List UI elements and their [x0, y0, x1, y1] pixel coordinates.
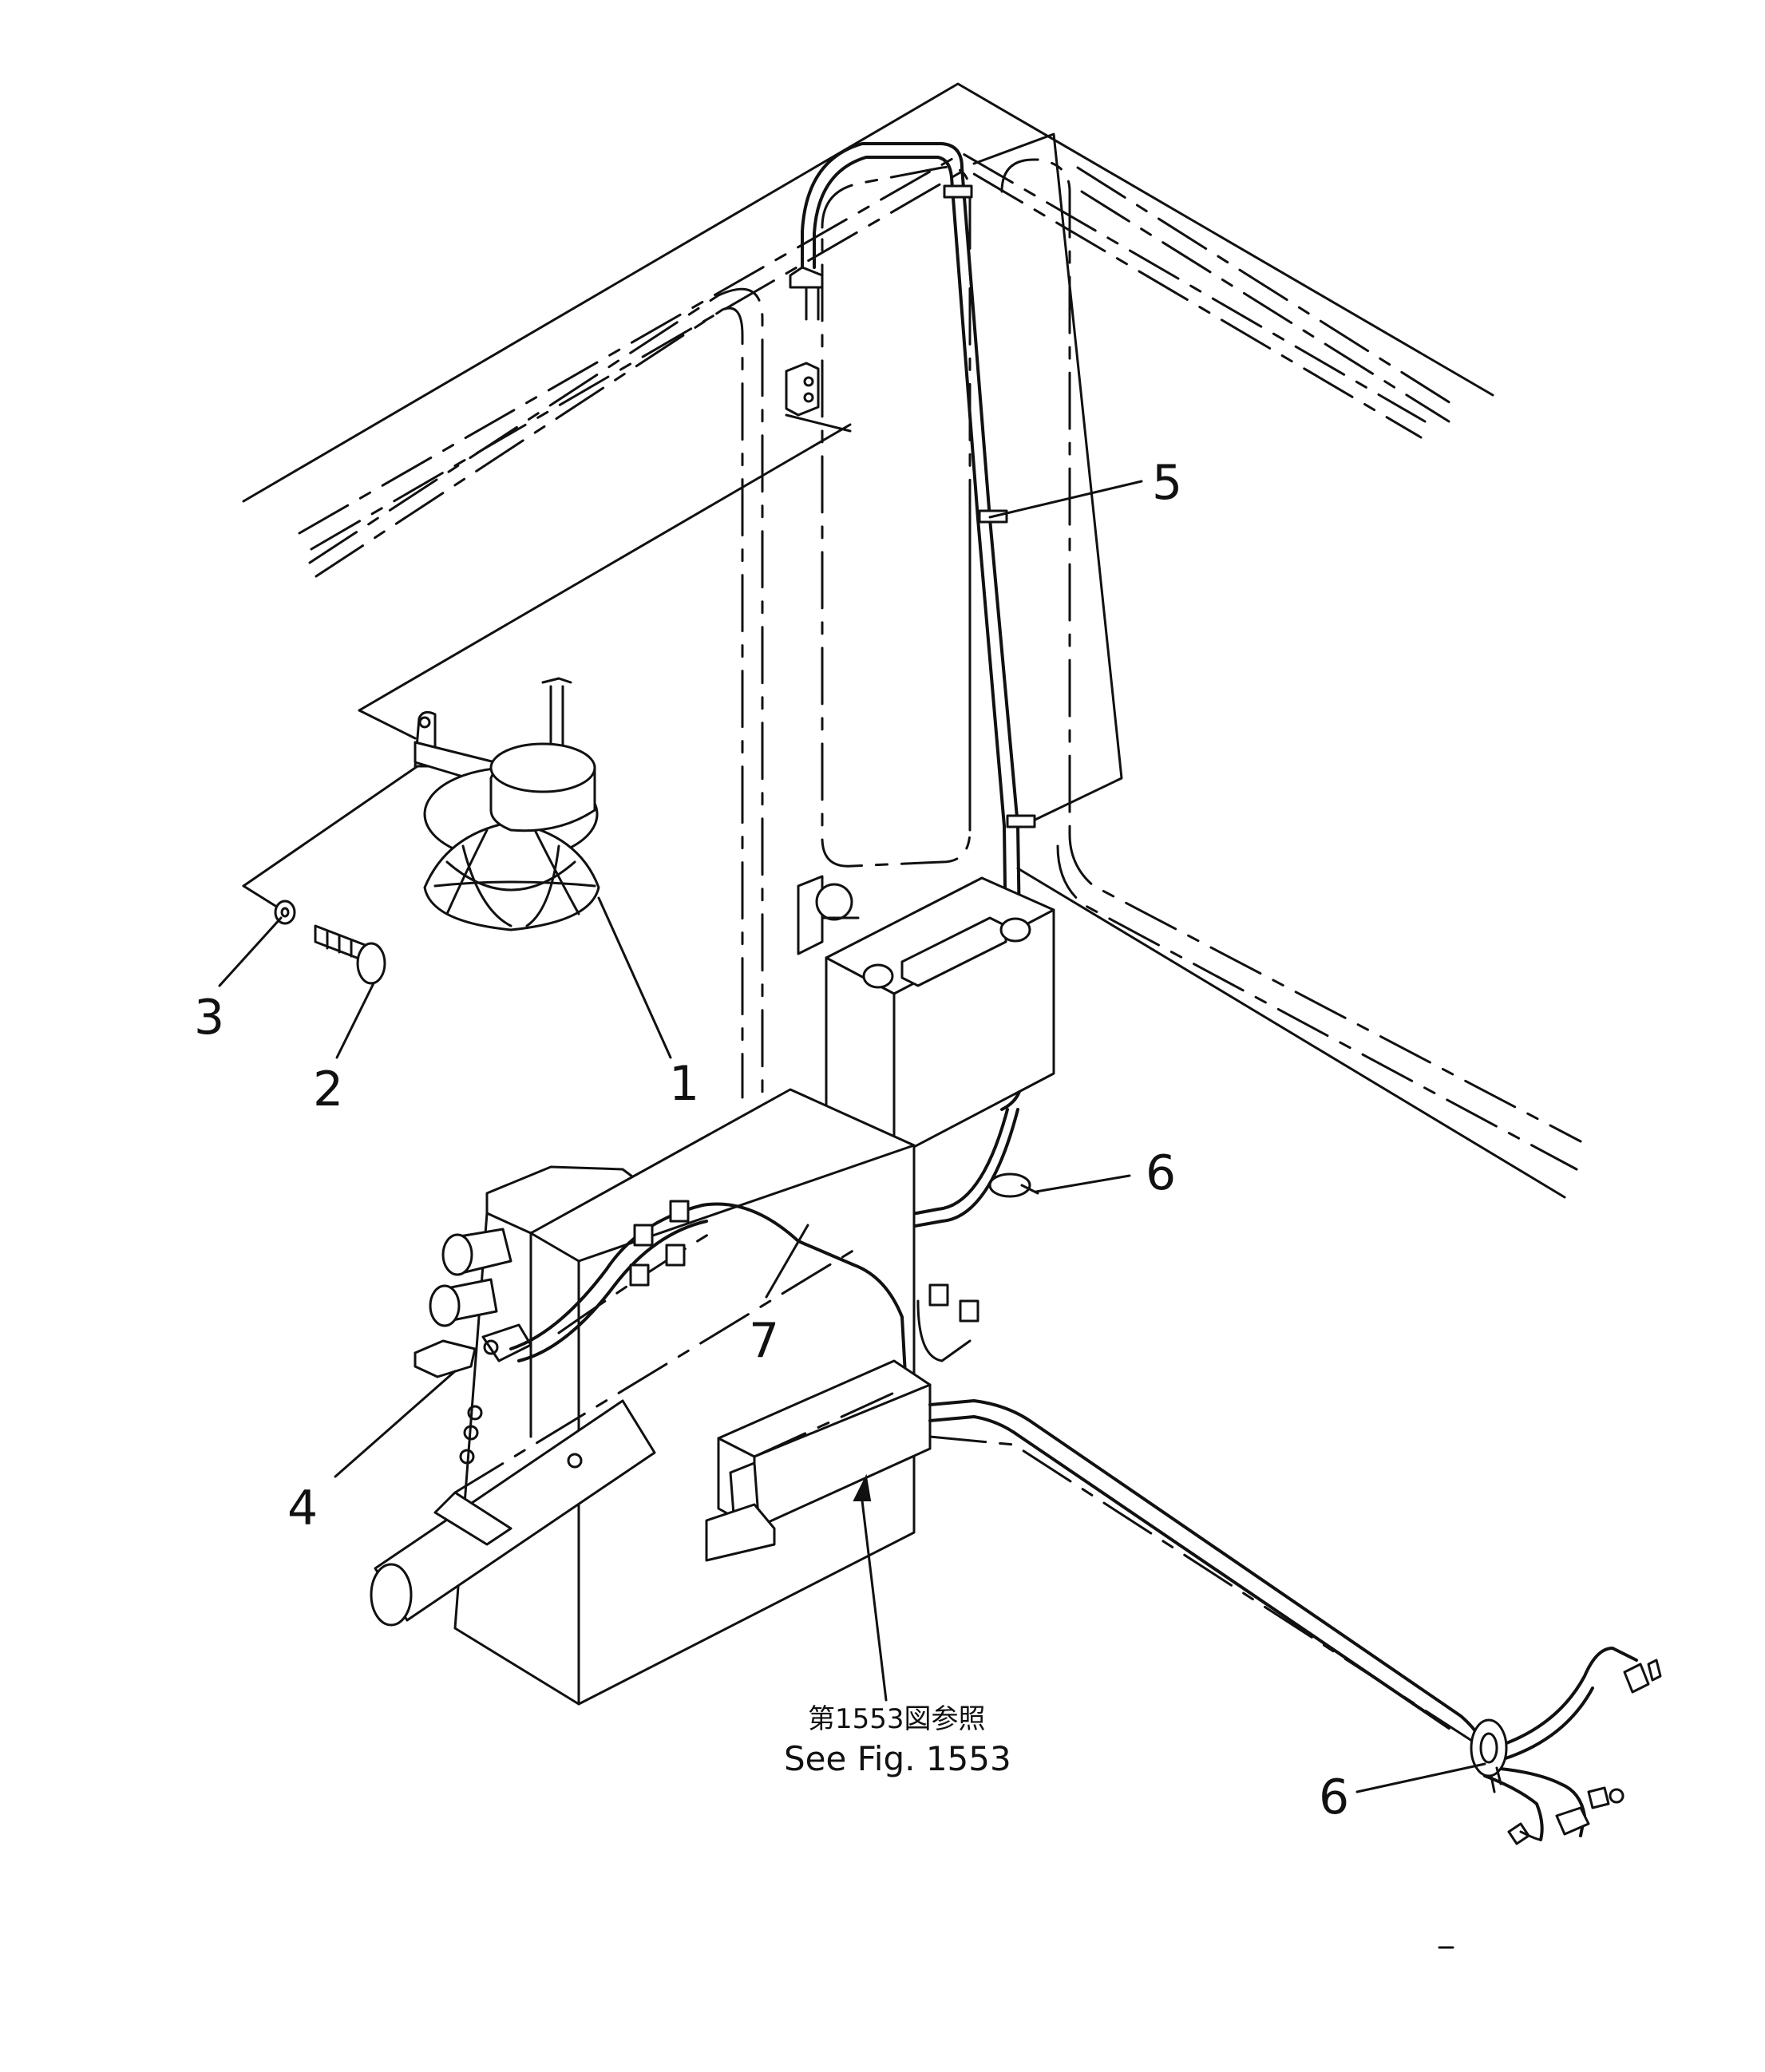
relay-box [825, 876, 1055, 1159]
clamp-bracket [785, 362, 820, 417]
callout-5: 5 [1152, 455, 1182, 511]
beacon-lamp [414, 677, 600, 931]
cab-frame-left [242, 287, 852, 1099]
reference-english: See Fig. 1553 [784, 1739, 1011, 1778]
callout-7: 7 [749, 1313, 779, 1369]
callout-labels: 1 2 3 4 5 6 6 7 [194, 455, 1349, 1825]
cab-frame-right [1016, 166, 1582, 1199]
leader-lines [218, 480, 1486, 1793]
callout-3: 3 [194, 990, 224, 1046]
pillar-panel [968, 132, 1123, 832]
reference-japanese: 第1553図参照 [808, 1703, 986, 1735]
controller-unit [705, 1359, 932, 1562]
callout-2: 2 [313, 1062, 343, 1117]
steering-column [370, 1244, 864, 1627]
lamp-holder [797, 875, 860, 955]
callout-1: 1 [669, 1056, 699, 1112]
figure-reference: 第1553図参照 See Fig. 1553 [784, 1703, 1011, 1778]
callout-6-upper: 6 [1146, 1145, 1176, 1201]
rear-window [821, 158, 1071, 868]
bolt [314, 924, 386, 985]
callout-4: 4 [287, 1481, 318, 1536]
main-harness [928, 1399, 1662, 1845]
console-harness [509, 1200, 979, 1390]
console-switches [414, 1228, 532, 1378]
cab-roof-outline [242, 82, 1494, 551]
callout-6-lower: 6 [1319, 1770, 1349, 1825]
